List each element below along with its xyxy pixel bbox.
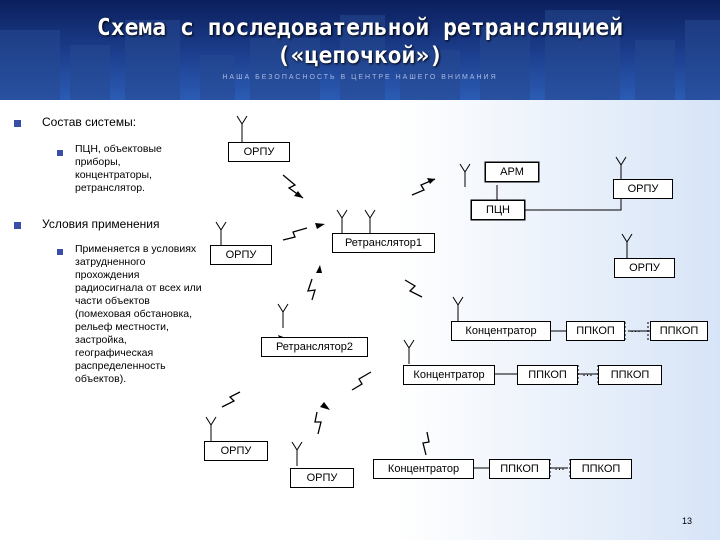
concentrator-box: Концентратор xyxy=(373,459,474,479)
orpu-box: ОРПУ xyxy=(614,258,675,278)
bullet-square-icon xyxy=(57,150,63,156)
retranslator1-box: Ретранслятор1 xyxy=(332,233,435,253)
orpu-box: ОРПУ xyxy=(290,468,354,488)
concentrator-box: Концентратор xyxy=(451,321,551,341)
ellipsis: … xyxy=(582,367,593,379)
page-number: 13 xyxy=(681,516,692,526)
ppkop-box: ППКОП xyxy=(489,459,550,479)
title-line-1: Схема с последовательной ретрансляцией xyxy=(96,15,624,41)
ppkop-box: ППКОП xyxy=(570,459,632,479)
orpu-box: ОРПУ xyxy=(210,245,272,265)
ppkop-box: ППКОП xyxy=(566,321,625,341)
bullet-square-icon xyxy=(14,120,21,127)
tagline: НАША БЕЗОПАСНОСТЬ В ЦЕНТРЕ НАШЕГО ВНИМАН… xyxy=(222,74,498,81)
ellipsis: … xyxy=(630,323,641,335)
section-composition: Состав системы: xyxy=(42,115,137,129)
section-conditions: Условия применения xyxy=(42,217,160,231)
ppkop-box: ППКОП xyxy=(650,321,708,341)
orpu-box: ОРПУ xyxy=(228,142,290,162)
ellipsis: … xyxy=(554,461,565,473)
orpu-box: ОРПУ xyxy=(613,179,673,199)
antenna-icon xyxy=(205,115,633,466)
composition-item: ПЦН, объектовые приборы, концентраторы, … xyxy=(75,143,162,194)
bullet-square-icon xyxy=(14,222,21,229)
ppkop-box: ППКОП xyxy=(517,365,578,385)
ppkop-box: ППКОП xyxy=(598,365,662,385)
header-banner: Схема с последовательной ретрансляцией (… xyxy=(0,0,720,100)
retranslator2-box: Ретранслятор2 xyxy=(261,337,368,357)
bullet-square-icon xyxy=(57,249,63,255)
arm-box: АРМ xyxy=(485,162,539,182)
pcn-box: ПЦН xyxy=(471,200,525,220)
conditions-item: Применяется в условиях затрудненного про… xyxy=(75,243,202,385)
title-line-2: («цепочкой») xyxy=(276,43,444,69)
orpu-box: ОРПУ xyxy=(204,441,268,461)
slide-title: Схема с последовательной ретрансляцией (… xyxy=(0,14,720,70)
concentrator-box: Концентратор xyxy=(403,365,495,385)
